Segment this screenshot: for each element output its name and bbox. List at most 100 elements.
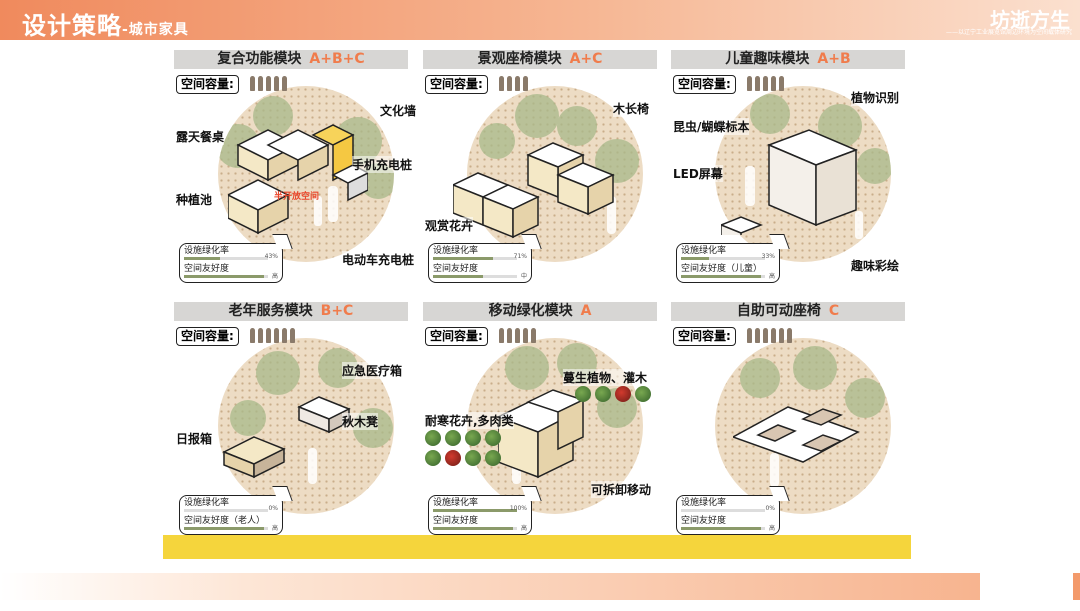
person-icon — [274, 328, 279, 343]
capacity-people-icons — [499, 328, 536, 343]
plant-thumbnail — [635, 386, 651, 402]
module-blocks — [453, 142, 615, 239]
highlight-strip — [163, 535, 911, 559]
plant-thumbnail — [485, 430, 501, 446]
module-blocks — [228, 124, 368, 235]
callout-label: 半开放空间 — [274, 192, 320, 202]
greening-rate-bar — [433, 509, 517, 512]
friendliness-bar — [184, 275, 268, 278]
person-icon — [507, 76, 512, 91]
succulent-thumbnails — [425, 430, 501, 466]
page-subtitle: -城市家具 — [122, 22, 189, 38]
person-icon — [499, 328, 504, 343]
plant-thumbnail — [465, 450, 481, 466]
shrub-thumbnails — [575, 386, 651, 402]
capacity-people-icons — [747, 328, 792, 343]
capacity-label: 空间容量: — [673, 327, 736, 346]
capacity-people-icons — [499, 76, 528, 91]
callout-label: 电动车充电桩 — [342, 251, 415, 268]
plant-thumbnail — [595, 386, 611, 402]
person-icon — [250, 328, 255, 343]
greening-rate-bar — [433, 257, 517, 260]
plant-thumbnail — [445, 450, 461, 466]
person-icon — [523, 328, 528, 343]
person-icon — [523, 76, 528, 91]
person-icon — [515, 76, 520, 91]
site-illustration — [740, 346, 885, 487]
module-blocks — [721, 129, 859, 235]
callout-label: 文化墙 — [380, 102, 417, 119]
person-icon — [771, 328, 776, 343]
friendliness-bar — [184, 527, 268, 530]
greening-rate-bar — [184, 509, 268, 512]
callout-label: 木长椅 — [613, 100, 650, 117]
person-icon — [779, 328, 784, 343]
person-icon — [763, 328, 768, 343]
person-icon — [755, 76, 760, 91]
friendliness-bar — [433, 275, 517, 278]
callout-label: 耐寒花卉,多肉类 — [425, 412, 514, 429]
capacity-label: 空间容量: — [176, 75, 239, 94]
callout-label: 应急医疗箱 — [342, 362, 403, 379]
person-icon — [779, 76, 784, 91]
person-icon — [282, 328, 287, 343]
greening-rate-bar — [184, 257, 268, 260]
friendliness-bar — [681, 275, 765, 278]
capacity-label: 空间容量: — [425, 75, 488, 94]
person-icon — [258, 76, 263, 91]
person-icon — [763, 76, 768, 91]
callout-label: LED屏幕 — [673, 165, 723, 182]
person-icon — [258, 328, 263, 343]
page-title: 设计策略-城市家具 — [22, 12, 189, 40]
friendliness-bar — [433, 527, 517, 530]
module-blocks — [733, 406, 860, 463]
person-icon — [250, 76, 255, 91]
capacity-people-icons — [747, 76, 784, 91]
person-icon — [507, 328, 512, 343]
person-icon — [771, 76, 776, 91]
plant-thumbnail — [425, 430, 441, 446]
footer-bar — [0, 573, 980, 600]
plant-thumbnail — [445, 430, 461, 446]
callout-label: 日报箱 — [176, 430, 213, 447]
callout-label: 昆虫/蝴蝶标本 — [673, 118, 750, 135]
person-icon — [290, 328, 295, 343]
callout-label: 露天餐桌 — [176, 128, 225, 145]
callout-label: 植物识别 — [851, 89, 900, 106]
plant-thumbnail — [575, 386, 591, 402]
capacity-label: 空间容量: — [425, 327, 488, 346]
module-blocks — [222, 396, 351, 479]
person-icon — [747, 76, 752, 91]
person-icon — [282, 76, 287, 91]
brand-subtitle: ——以辽宁工业展览馆周边环境为空间载体研究 — [945, 29, 1072, 36]
callout-label: 种植池 — [176, 191, 213, 208]
greening-rate-bar — [681, 509, 765, 512]
module-blocks — [498, 389, 585, 479]
callout-label: 可拆卸移动 — [591, 481, 652, 498]
callout-label: 手机充电桩 — [352, 156, 413, 173]
capacity-people-icons — [250, 76, 287, 91]
callout-label: 秋木凳 — [342, 413, 379, 430]
person-icon — [499, 76, 504, 91]
plant-thumbnail — [615, 386, 631, 402]
footer-accent — [1073, 573, 1080, 600]
person-icon — [515, 328, 520, 343]
person-icon — [531, 328, 536, 343]
header-bar — [0, 0, 1080, 40]
person-icon — [266, 328, 271, 343]
callout-label: 观赏花卉 — [425, 217, 474, 234]
